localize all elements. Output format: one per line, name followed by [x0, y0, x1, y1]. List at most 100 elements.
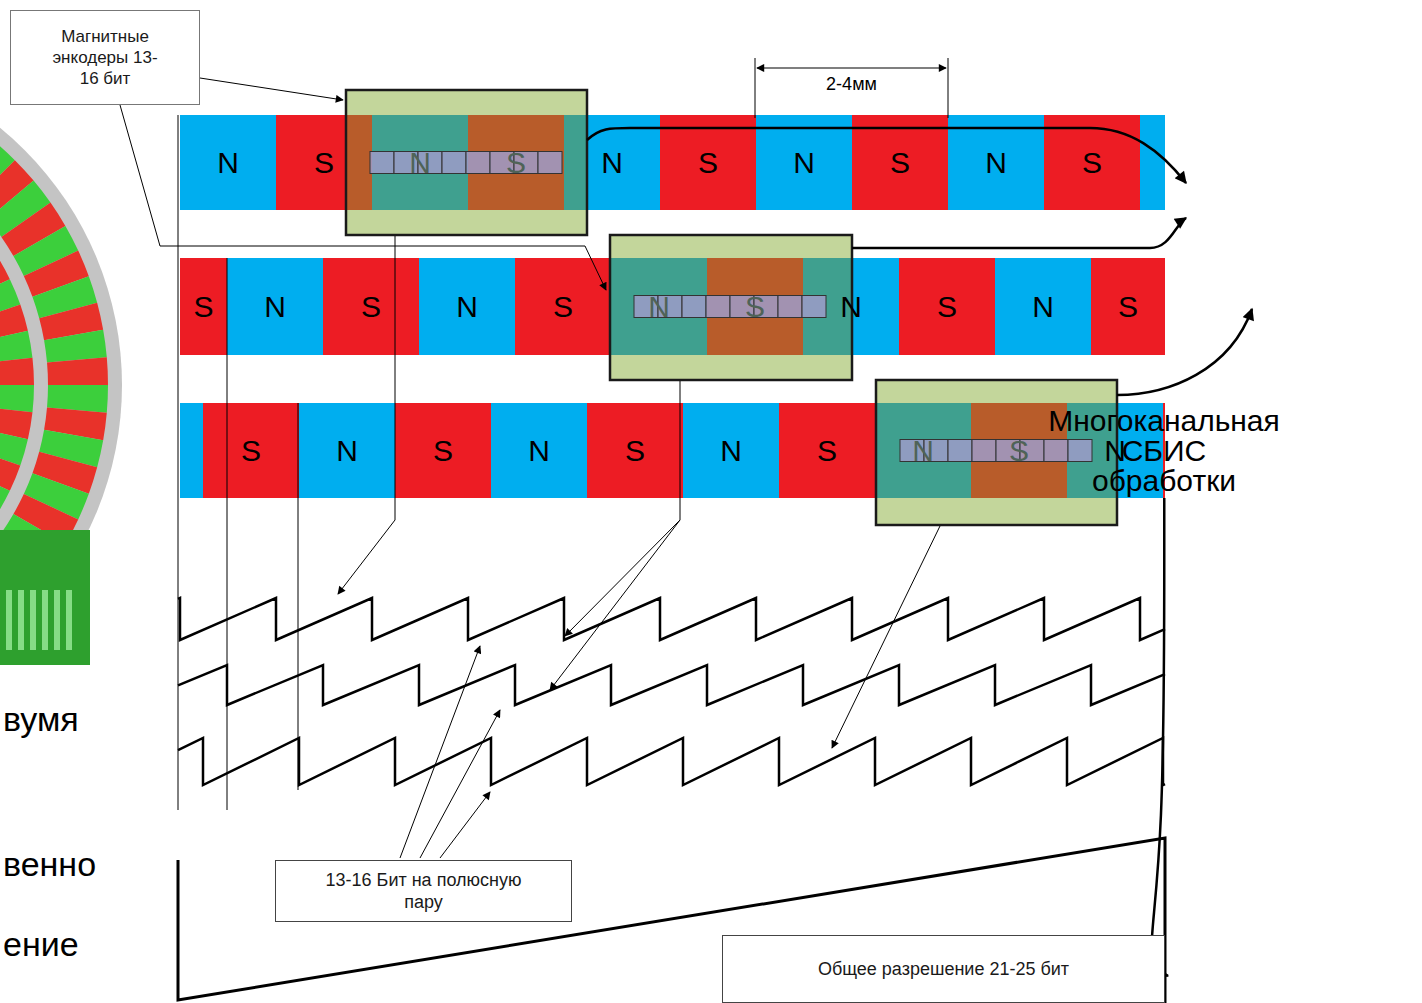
encoder-frame — [610, 235, 852, 380]
encoder-frame — [346, 90, 587, 235]
leader-line — [550, 520, 680, 690]
board-pin — [6, 590, 12, 650]
disc-segment — [0, 358, 34, 385]
pole-cell — [491, 403, 587, 498]
magnet-pole: N — [180, 115, 276, 210]
note-box: Общее разрешение 21-25 бит — [722, 935, 1165, 1003]
disc-segment — [44, 330, 107, 363]
guide-line — [227, 258, 228, 810]
magnet-pole: S — [660, 115, 756, 210]
pole-letter: S — [817, 436, 837, 466]
pole-cell — [419, 258, 515, 355]
magnet-pole: N — [756, 115, 852, 210]
board-pin — [30, 590, 36, 650]
callout-box: Магнитные энкодеры 13-16 бит — [10, 10, 200, 105]
pole-cell — [1091, 258, 1165, 355]
encoder-body — [610, 235, 852, 380]
magnet-pole: N — [875, 403, 971, 498]
magnet-pole: S — [276, 115, 372, 210]
sensor-chip — [778, 296, 802, 318]
pole-cell — [203, 403, 299, 498]
magnet-pole: S — [587, 403, 683, 498]
encoder-frame — [876, 380, 1117, 525]
leader-line — [200, 78, 343, 100]
dimension-label: 2-4мм — [755, 74, 948, 95]
magnet-pole: Многоканальная СБИС обработки — [1163, 403, 1165, 498]
sensor-board — [0, 530, 90, 665]
leader-line — [440, 792, 490, 858]
sensor-chip — [706, 296, 730, 318]
sensor-chip — [466, 152, 490, 174]
sawtooth-wave — [178, 738, 1165, 785]
encoder-overlay — [564, 115, 587, 210]
pole-letter: N — [601, 148, 623, 178]
pole-cell — [395, 403, 491, 498]
dimension-tick — [755, 58, 948, 118]
pole-letter: N — [793, 148, 815, 178]
disc-rim — [0, 53, 122, 717]
leader-line — [565, 381, 680, 636]
pole-cell — [180, 115, 276, 210]
magnet-pole: N — [564, 115, 660, 210]
pole-letter: N — [1032, 292, 1054, 322]
pole-cell — [779, 403, 875, 498]
magnet-pole: N — [611, 258, 707, 355]
pole-cell — [899, 258, 995, 355]
leader-line — [420, 710, 500, 858]
magnet-pole: S — [323, 258, 419, 355]
pole-letter: N — [720, 436, 742, 466]
signal-arrow — [587, 128, 1186, 183]
pole-cell — [1140, 115, 1165, 210]
pole-letter: S — [506, 148, 526, 178]
board-pin — [18, 590, 24, 650]
magnet-pole: S — [515, 258, 611, 355]
magnet-pole: S — [707, 258, 803, 355]
pole-letter: N — [336, 436, 358, 466]
pole-letter: S — [1009, 436, 1029, 466]
sensor-chip — [442, 152, 466, 174]
leader-line — [338, 236, 395, 594]
pole-cell — [227, 258, 323, 355]
leader-line — [832, 526, 940, 748]
pole-cell — [611, 258, 707, 355]
magnet-pole: N — [299, 403, 395, 498]
pole-cell — [587, 403, 683, 498]
note-box: 13-16 Бит на полюсную пару — [275, 860, 572, 922]
board-pin — [54, 590, 60, 650]
sensor-chip — [802, 296, 826, 318]
guide-line — [178, 115, 179, 810]
pole-cell — [683, 403, 779, 498]
signal-arrow — [852, 218, 1186, 248]
magnet-pole: S — [468, 115, 564, 210]
sensor-board — [0, 530, 90, 665]
box-text: 13-16 Бит на полюсную пару — [309, 869, 539, 914]
magnet-pole: S — [203, 403, 299, 498]
magnet-pole: S — [852, 115, 948, 210]
board-pin — [66, 590, 72, 650]
disc-segment — [0, 385, 34, 412]
pole-letter: N — [840, 292, 862, 322]
encoder-disc — [0, 53, 122, 717]
disc-segment — [0, 443, 20, 491]
slide-text: венно — [3, 845, 96, 884]
magnet-pole: N — [491, 403, 587, 498]
pole-cell — [180, 403, 203, 498]
encoder-overlay — [876, 403, 971, 498]
pole-cell — [323, 258, 419, 355]
magnet-pole: N — [372, 115, 468, 210]
pole-letter: S — [937, 292, 957, 322]
disc-segment — [0, 461, 10, 514]
encoder-overlay — [707, 258, 803, 355]
sawtooth-signals — [178, 598, 1165, 785]
pole-cell — [276, 115, 372, 210]
magnet-pole: N — [419, 258, 515, 355]
pole-letter: S — [625, 436, 645, 466]
encoder-body — [346, 90, 587, 235]
pole-letter: S — [433, 436, 453, 466]
sensor-chip — [682, 296, 706, 318]
magnet-pole: S — [1044, 115, 1140, 210]
pole-letter: Многоканальная СБИС обработки — [1048, 406, 1280, 496]
slide-text: ение — [3, 925, 79, 964]
pole-cell — [995, 258, 1091, 355]
board-pin — [42, 590, 48, 650]
